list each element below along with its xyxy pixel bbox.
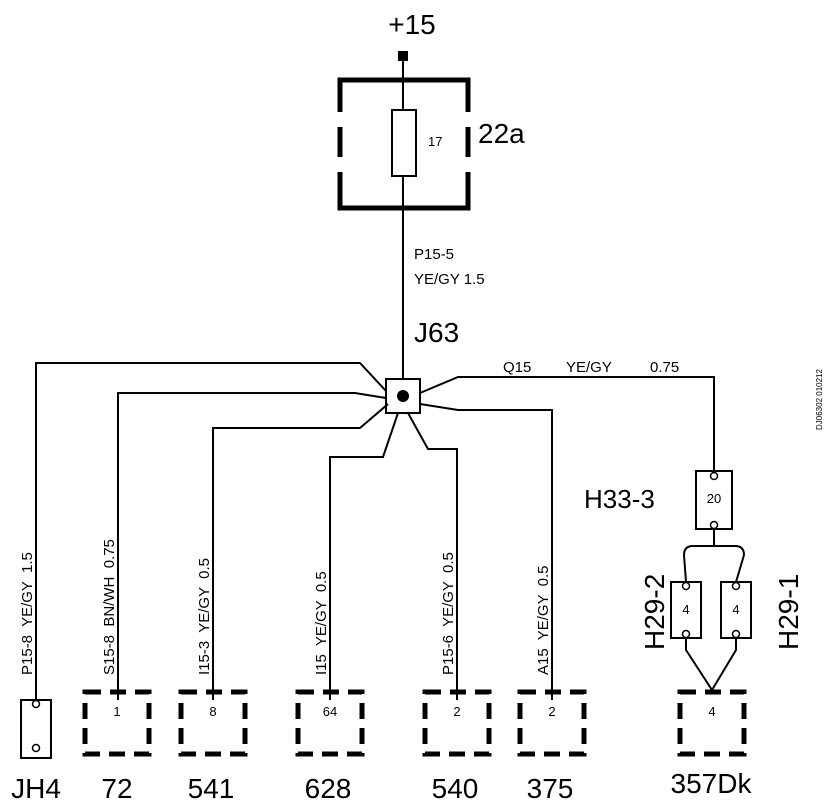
h29-2-pin-bottom [681, 629, 691, 639]
fuse-symbol [391, 109, 417, 177]
connector-540 [422, 689, 492, 757]
wire-label-jh4: P15-8 YE/GY 1.5 [19, 552, 36, 675]
h29-bracket [683, 545, 745, 556]
wire-label-628: I15 YE/GY 0.5 [313, 571, 330, 675]
h33-label: H33-3 [584, 484, 655, 514]
label-72: 72 [101, 773, 132, 804]
label-375: 375 [527, 773, 574, 804]
branch-wire-q15 [419, 376, 715, 471]
pin-357dk: 4 [708, 704, 715, 719]
pin-375: 2 [548, 704, 555, 719]
h29-1-in-wire [735, 554, 745, 583]
feed-wire-spec: YE/GY 1.5 [414, 271, 485, 288]
pin-541: 8 [209, 704, 216, 719]
branch-wire-541 [212, 403, 389, 700]
supply-label: +15 [388, 9, 436, 40]
connector-541 [178, 689, 248, 757]
h29-2-connector [670, 581, 702, 639]
h29-1-pin-top [731, 581, 741, 591]
h29-2-out-wire [685, 638, 713, 691]
h29-1-pin: 4 [732, 602, 739, 617]
h33-pin-top [709, 471, 719, 481]
h33-pin: 20 [707, 491, 721, 506]
label-jh4: JH4 [11, 773, 61, 804]
branch-wire-375 [419, 403, 553, 700]
h29-2-pin-top [681, 581, 691, 591]
h29-2-in-wire [683, 554, 687, 583]
right-branch-id: Q15 [503, 359, 531, 376]
supply-terminal [398, 51, 408, 61]
label-541: 541 [188, 773, 235, 804]
wire-label-72: S15-8 BN/WH 0.75 [101, 539, 118, 675]
wire-label-541: I15-3 YE/GY 0.5 [196, 558, 213, 675]
pin-72: 1 [113, 704, 120, 719]
h29-2-pin: 4 [682, 602, 689, 617]
jh4-pin-bottom [31, 743, 41, 753]
branch-wire-540 [407, 412, 458, 700]
h29-1-label: H29-1 [773, 574, 804, 650]
right-branch-color: YE/GY [566, 359, 612, 376]
junction-node [397, 390, 409, 402]
h29-2-label: H29-2 [639, 574, 670, 650]
label-628: 628 [305, 773, 352, 804]
connector-72 [82, 689, 152, 757]
pin-628: 64 [323, 704, 337, 719]
connector-628 [295, 689, 365, 757]
pin-540: 2 [453, 704, 460, 719]
feed-wire-id: P15-5 [414, 246, 454, 263]
connector-375 [517, 689, 587, 757]
right-branch-gauge: 0.75 [650, 359, 679, 376]
fuse-number: 17 [428, 134, 442, 149]
wire-label-375: A15 YE/GY 0.5 [535, 565, 552, 675]
reference-code: DJ06302 010212 [815, 369, 824, 430]
wire-label-540: P15-6 YE/GY 0.5 [440, 552, 457, 675]
branch-wire-628 [329, 412, 399, 700]
junction-label: J63 [414, 317, 459, 348]
branch-wire-jh4 [35, 362, 387, 700]
fuse-label: 22a [478, 118, 525, 149]
connector-357dk [677, 689, 747, 757]
h33-pin-bottom [709, 520, 719, 530]
jh4-pin-top [31, 699, 41, 709]
h29-1-pin-bottom [731, 629, 741, 639]
h29-1-out-wire [711, 638, 737, 691]
branch-wire-72 [117, 392, 387, 700]
label-540: 540 [432, 773, 479, 804]
label-357dk: 357Dk [671, 768, 753, 799]
